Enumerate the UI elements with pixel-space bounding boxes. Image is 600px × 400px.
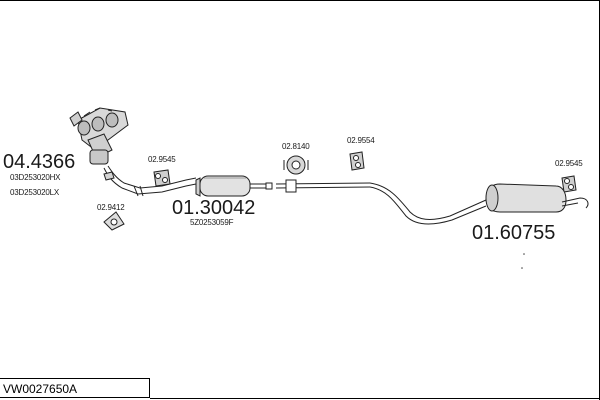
part-number-gasket-front: 02.9412 [97, 203, 125, 212]
clamp-part [283, 155, 309, 175]
kit-code: VW0027650A [0, 378, 150, 398]
oem-number-catalyst-1: 03D253020HX [10, 173, 61, 182]
hanger-1-part [153, 169, 171, 187]
rear-silencer-part [485, 183, 589, 213]
oem-number-middle-silencer: 5Z0253059F [190, 218, 234, 227]
gasket-front-part [103, 211, 125, 231]
part-number-rear-silencer: 01.60755 [472, 222, 556, 244]
mark-dot [521, 267, 523, 269]
part-number-hanger-2: 02.9554 [347, 136, 375, 145]
catalyst-part [69, 107, 129, 165]
mark-dot [523, 253, 525, 255]
hanger-2-part [349, 151, 365, 171]
middle-silencer-part [195, 175, 273, 197]
front-pipe [103, 165, 197, 197]
rear-pipe [275, 179, 487, 225]
part-number-catalyst: 04.4366 [3, 151, 76, 173]
hanger-3-part [561, 175, 577, 193]
part-number-middle-silencer: 01.30042 [172, 197, 256, 219]
oem-number-catalyst-2: 03D253020LX [10, 188, 59, 197]
part-number-hanger-3: 02.9545 [555, 159, 583, 168]
part-number-hanger-1: 02.9545 [148, 155, 176, 164]
part-number-clamp: 02.8140 [282, 142, 310, 151]
